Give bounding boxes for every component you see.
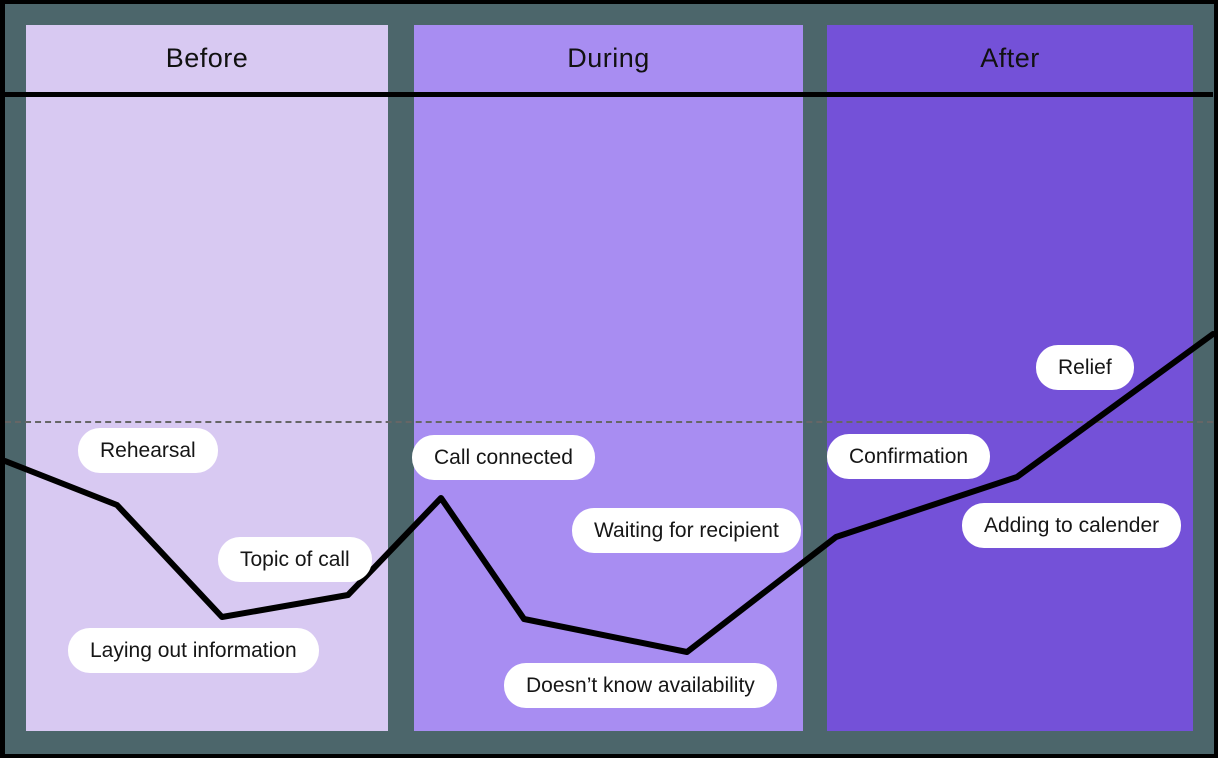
event-label-pill: Waiting for recipient: [572, 508, 801, 554]
header-separator-line: [5, 92, 1213, 97]
phase-header-during: During: [567, 43, 650, 73]
event-label-pill: Rehearsal: [78, 428, 218, 474]
event-label-pill: Relief: [1036, 345, 1134, 391]
event-label-pill: Confirmation: [827, 434, 991, 480]
event-label-pill: Topic of call: [218, 537, 372, 583]
phase-header-before: Before: [165, 43, 249, 73]
phase-column-before: Before: [26, 25, 388, 731]
event-label-pill: Adding to calender: [962, 503, 1182, 549]
phase-column-after: After: [827, 25, 1193, 731]
event-label-pill: Laying out information: [68, 628, 319, 674]
emotion-curve-path: [2, 331, 1216, 655]
event-label-pill: Doesn’t know availability: [504, 663, 777, 709]
event-label-pill: Call connected: [412, 435, 595, 481]
phase-header-after: After: [980, 43, 1040, 73]
neutral-dashed-line: [5, 421, 1213, 423]
